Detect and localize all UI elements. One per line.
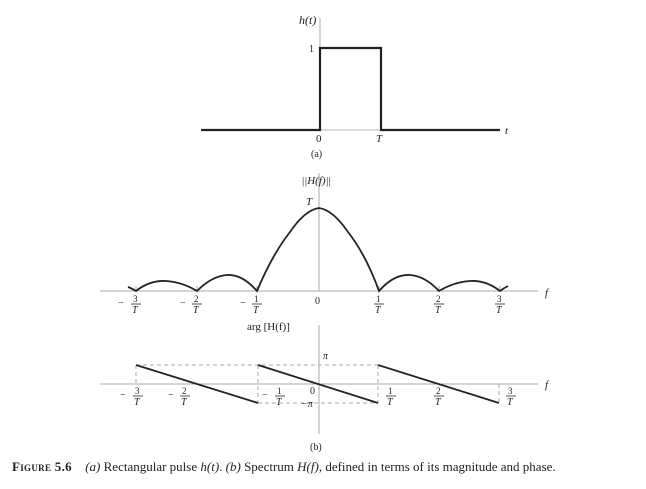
svg-text:3: 3 xyxy=(508,386,513,396)
svg-text:−: − xyxy=(120,390,126,401)
magnitude-tick-neg1: − 1 T xyxy=(240,294,262,316)
phase-sawtooth-curve xyxy=(135,364,500,404)
svg-text:3: 3 xyxy=(135,386,140,396)
phase-tick-pos2: 2 T xyxy=(434,386,444,408)
phase-tick-neg1: − 1 T xyxy=(262,386,285,408)
svg-text:3: 3 xyxy=(497,294,502,304)
rect-pulse-curve xyxy=(201,46,500,132)
svg-text:T: T xyxy=(435,305,442,316)
caption-a-text: Rectangular pulse xyxy=(100,459,201,474)
phase-tick-neg3: − 3 T xyxy=(120,386,143,408)
svg-text:T: T xyxy=(193,305,200,316)
panel-a-pulse: h(t) 1 t 0 T (a) xyxy=(201,13,509,160)
magnitude-sinc-curve xyxy=(127,207,509,293)
phase-tick-pos3: 3 T xyxy=(506,386,516,408)
panel-a-tick-0: 0 xyxy=(316,133,322,145)
magnitude-tick-neg2: − 2 T xyxy=(180,294,202,316)
svg-text:−: − xyxy=(118,298,124,309)
caption-a-label: (a) xyxy=(85,459,101,474)
figure-canvas: h(t) 1 t 0 T (a) ||H(f)|| T f 0 − 3 T xyxy=(100,13,550,453)
svg-text:2: 2 xyxy=(436,294,441,304)
magnitude-tick-0: 0 xyxy=(315,296,320,307)
panel-b-label: (b) xyxy=(310,442,322,453)
svg-text:T: T xyxy=(132,305,139,316)
phase-tick-neg2: − 2 T xyxy=(168,386,190,408)
caption-a-symbol: h(t) xyxy=(200,459,220,474)
caption-b-symbol: H(f) xyxy=(297,459,319,474)
svg-text:−: − xyxy=(240,298,246,309)
magnitude-tick-pos2: 2 T xyxy=(434,294,444,316)
phase-ylabel: arg [H(f)] xyxy=(247,321,290,333)
panel-b-magnitude: ||H(f)|| T f 0 − 3 T − 2 T − 1 T 1 T xyxy=(100,173,550,316)
phase-neg-pi-label: −π xyxy=(301,399,314,410)
svg-text:1: 1 xyxy=(376,294,381,304)
svg-text:T: T xyxy=(181,397,188,408)
caption-a-end: . xyxy=(219,459,226,474)
panel-a-label: (a) xyxy=(311,149,322,160)
caption-b-end: , defined in terms of its magnitude and … xyxy=(318,459,556,474)
magnitude-xlabel: f xyxy=(545,287,550,299)
magnitude-ylabel: ||H(f)|| xyxy=(302,175,331,187)
caption-b-label: (b) xyxy=(225,459,241,474)
figure-caption: Figure 5.6 (a) Rectangular pulse h(t). (… xyxy=(12,460,642,474)
svg-text:1: 1 xyxy=(254,294,259,304)
svg-text:2: 2 xyxy=(436,386,441,396)
svg-text:T: T xyxy=(507,397,514,408)
svg-text:−: − xyxy=(180,298,186,309)
caption-b-text: Spectrum xyxy=(240,459,298,474)
svg-text:T: T xyxy=(134,397,141,408)
magnitude-tick-neg3: − 3 T xyxy=(118,294,141,316)
svg-text:T: T xyxy=(253,305,260,316)
panel-a-level-label: 1 xyxy=(309,44,314,55)
panel-a-xlabel: t xyxy=(505,125,509,137)
svg-text:T: T xyxy=(387,397,394,408)
magnitude-tick-pos3: 3 T xyxy=(495,294,505,316)
phase-tick-0: 0 xyxy=(310,386,315,397)
phase-reference-dashes xyxy=(135,364,500,404)
svg-text:1: 1 xyxy=(388,386,393,396)
magnitude-tick-pos1: 1 T xyxy=(374,294,384,316)
svg-text:T: T xyxy=(496,305,503,316)
phase-tick-pos1: 1 T xyxy=(386,386,396,408)
svg-text:−: − xyxy=(168,390,174,401)
magnitude-ylabel-text: |H(f)| xyxy=(304,175,328,187)
svg-text:−: − xyxy=(262,390,268,401)
svg-text:T: T xyxy=(435,397,442,408)
phase-pi-label: π xyxy=(323,351,329,362)
panel-a-tick-T: T xyxy=(376,133,383,145)
svg-text:3: 3 xyxy=(133,294,138,304)
magnitude-peak-label: T xyxy=(306,196,313,208)
svg-text:T: T xyxy=(375,305,382,316)
svg-text:2: 2 xyxy=(194,294,199,304)
figure-number: Figure 5.6 xyxy=(12,459,72,474)
svg-text:T: T xyxy=(276,397,283,408)
panel-b-phase: arg [H(f)] π −π f 0 − 3 T − 2 T − 1 T 1 … xyxy=(100,321,550,453)
svg-text:1: 1 xyxy=(277,386,282,396)
phase-xlabel: f xyxy=(545,379,550,391)
svg-text:2: 2 xyxy=(182,386,187,396)
panel-a-ylabel: h(t) xyxy=(299,13,316,27)
